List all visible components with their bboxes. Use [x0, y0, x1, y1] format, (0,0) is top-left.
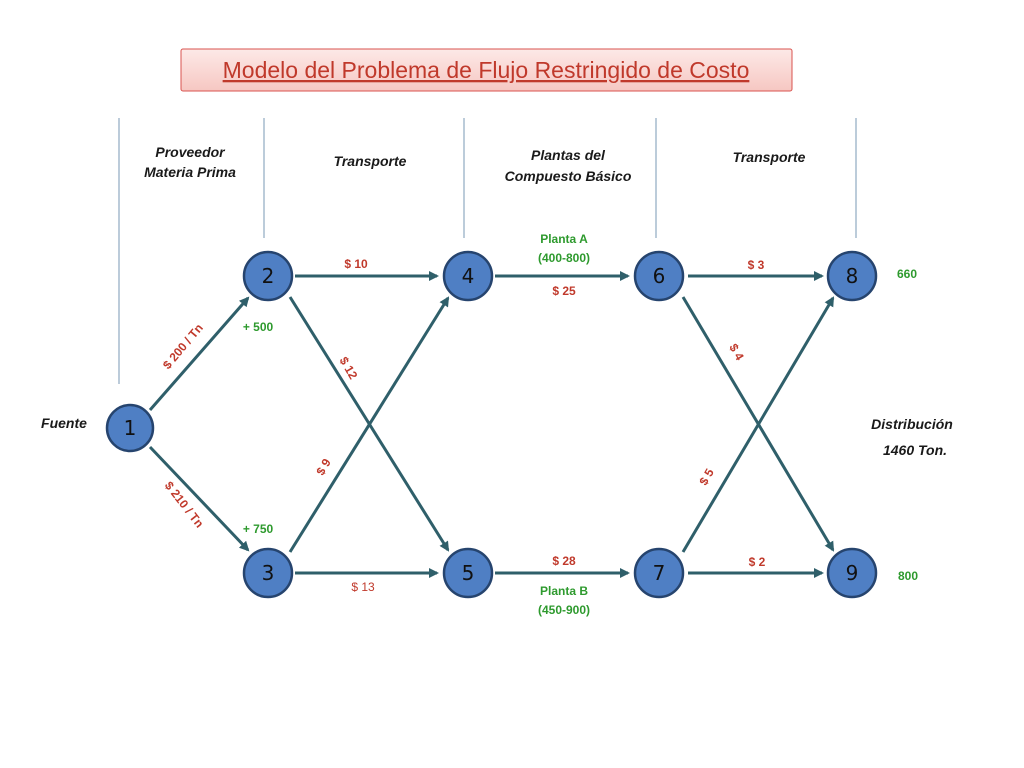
plant-b-name: Planta B — [540, 584, 588, 598]
column-heading-transport-2: Transporte — [733, 149, 806, 165]
node-5-label: 5 — [462, 561, 475, 585]
cost-label-7-9: $ 2 — [749, 555, 766, 569]
arc-1-2 — [148, 296, 250, 411]
cost-label-1-2: $ 200 / Tn — [160, 321, 206, 372]
column-heading-plants-line1: Plantas del — [531, 147, 606, 163]
cost-label-6-8: $ 3 — [748, 258, 765, 272]
title-box: Modelo del Problema de Flujo Restringido… — [180, 48, 793, 92]
supply-label-2: + 500 — [243, 320, 274, 334]
demand-label-9: 800 — [898, 569, 918, 583]
node-1: 1 — [105, 403, 155, 453]
plant-a-capacity: (400-800) — [538, 251, 590, 265]
distribution-label: Distribución — [871, 416, 953, 432]
column-heading-supplier-line2: Materia Prima — [144, 164, 236, 180]
cost-label-5-7: $ 28 — [552, 554, 576, 568]
cost-label-7-8: $ 5 — [696, 466, 717, 488]
node-2: 2 — [242, 250, 294, 302]
cost-label-3-4: $ 9 — [313, 456, 334, 478]
arc-7-8 — [681, 296, 835, 553]
plant-a-name: Planta A — [540, 232, 588, 246]
arcs — [148, 271, 835, 578]
plant-b-capacity: (450-900) — [538, 603, 590, 617]
cost-label-4-6: $ 25 — [552, 284, 576, 298]
node-7-label: 7 — [653, 561, 666, 585]
demand-label-8: 660 — [897, 267, 917, 281]
node-1-label: 1 — [124, 416, 137, 440]
node-9-label: 9 — [846, 561, 859, 585]
node-6-label: 6 — [653, 264, 666, 288]
cost-label-1-3: $ 210 / Tn — [162, 479, 207, 531]
column-heading-plants-line2: Compuesto Básico — [505, 168, 632, 184]
node-7: 7 — [633, 547, 685, 599]
node-3: 3 — [242, 547, 294, 599]
column-heading-supplier-line1: Proveedor — [155, 144, 226, 160]
node-8: 8 — [826, 250, 878, 302]
cost-label-2-4: $ 10 — [344, 257, 368, 271]
cost-label-6-9: $ 4 — [726, 341, 747, 363]
cost-label-3-5: $ 13 — [351, 580, 375, 594]
node-6: 6 — [633, 250, 685, 302]
node-5: 5 — [442, 547, 494, 599]
node-8-label: 8 — [846, 264, 859, 288]
supply-label-3: + 750 — [243, 522, 274, 536]
node-2-label: 2 — [262, 264, 275, 288]
node-4-label: 4 — [462, 264, 475, 288]
node-4: 4 — [442, 250, 494, 302]
page-title: Modelo del Problema de Flujo Restringido… — [223, 57, 750, 83]
arc-1-3 — [148, 445, 250, 552]
source-label: Fuente — [41, 415, 87, 431]
node-9: 9 — [826, 547, 878, 599]
arc-3-4 — [288, 296, 450, 553]
distribution-total: 1460 Ton. — [883, 442, 947, 458]
column-heading-transport-1: Transporte — [334, 153, 407, 169]
node-3-label: 3 — [262, 561, 275, 585]
